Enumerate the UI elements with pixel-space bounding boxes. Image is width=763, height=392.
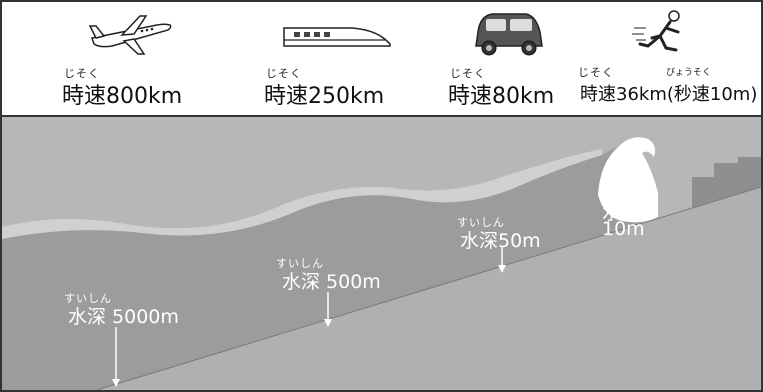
depth-5000-ruby: すいしん — [64, 292, 112, 305]
speed-airplane: 時速800km — [62, 84, 183, 109]
airplane-icon — [88, 15, 172, 55]
depth-5000-label: 水深 5000m — [68, 306, 179, 328]
ruby-runner: じそく — [578, 66, 614, 79]
depth-10-label-line1: 水深 — [602, 202, 641, 224]
bullet-train-icon — [283, 27, 391, 47]
shore-tree — [693, 186, 711, 204]
depth-arrows — [112, 247, 506, 387]
vehicle-bullet-train: じそく 時速250km — [264, 2, 394, 115]
sea-floor-line — [96, 186, 761, 390]
speed-comparison-panel: じそく 時速800km じそく 時速250km — [2, 2, 761, 117]
ruby-car: じそく — [450, 67, 486, 80]
depth-500-ruby: すいしん — [276, 257, 324, 270]
depth-50-ruby: すいしん — [457, 216, 505, 229]
ocean-cross-section — [2, 117, 761, 390]
speed-bullet-train: 時速250km — [264, 84, 385, 109]
runner-icon — [632, 10, 680, 52]
speed-runner: 時速36km(秒速10m) — [580, 84, 758, 105]
vehicle-car: じそく 時速80km — [448, 2, 558, 115]
vehicle-runner: じそく びょうそく 時速36km(秒速10m) — [578, 2, 758, 115]
tsunami-crest — [598, 137, 658, 223]
ruby-bullet-train: じそく — [266, 67, 302, 80]
ruby-runner-2: びょうそく — [666, 68, 712, 78]
speed-car: 時速80km — [448, 84, 555, 109]
vehicle-airplane: じそく 時速800km — [62, 2, 192, 115]
car-icon — [475, 13, 543, 56]
depth-50-label: 水深50m — [460, 230, 541, 252]
ruby-airplane: じそく — [64, 67, 100, 80]
depth-500-label: 水深 500m — [282, 271, 381, 293]
depth-10-label-line2: 10m — [602, 218, 645, 240]
